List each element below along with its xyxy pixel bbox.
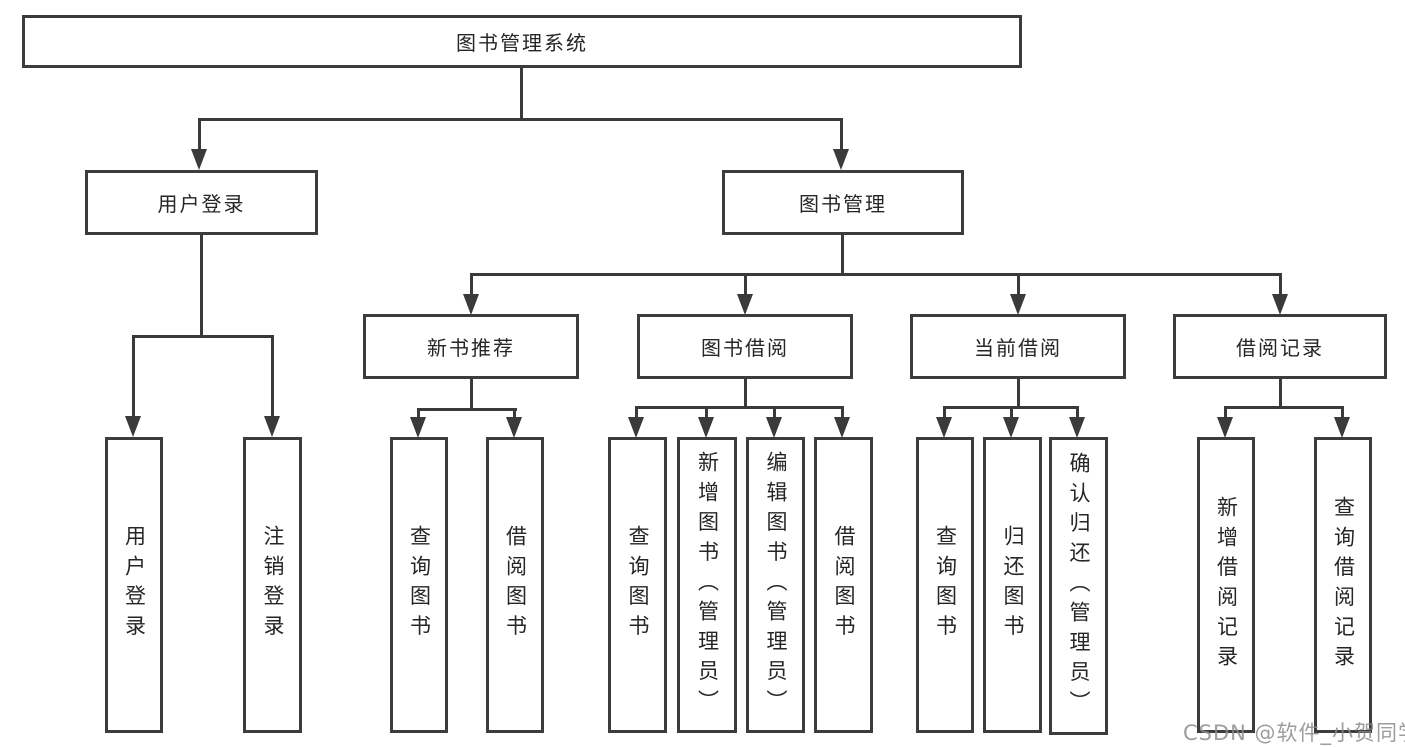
connector-line	[417, 408, 517, 411]
connector-line	[943, 406, 946, 418]
leaf-label: 查询图书	[933, 525, 958, 645]
node-user-login: 用户登录	[85, 170, 318, 235]
connector-line	[635, 406, 844, 409]
connector-line	[1017, 273, 1020, 294]
connector-line	[470, 273, 1282, 276]
connector-line	[132, 335, 274, 338]
node-leaf-query-books-current: 查询图书	[916, 437, 974, 733]
connector-line	[1224, 406, 1344, 409]
connector-line	[470, 379, 473, 408]
leaf-label: 借阅图书	[503, 525, 528, 645]
connector-line	[1341, 406, 1344, 418]
connector-line	[1017, 379, 1020, 406]
connector-line	[1076, 406, 1079, 418]
arrowhead-down-icon	[463, 294, 479, 315]
arrowhead-down-icon	[1272, 294, 1288, 315]
arrowhead-down-icon	[834, 417, 850, 438]
connector-line	[1224, 406, 1227, 418]
connector-line	[200, 235, 203, 335]
leaf-label: 确认归还（管理员）	[1067, 451, 1091, 721]
arrowhead-down-icon	[1003, 417, 1019, 438]
arrowhead-down-icon	[410, 417, 426, 438]
arrowhead-down-icon	[698, 417, 714, 438]
connector-line	[744, 379, 747, 406]
node-book-borrowing: 图书借阅	[637, 314, 853, 379]
connector-line	[1279, 273, 1282, 294]
node-new-book-recommend: 新书推荐	[363, 314, 579, 379]
leaf-label: 新增图书（管理员）	[695, 450, 720, 720]
connector-line	[513, 408, 516, 418]
connector-line	[417, 408, 420, 418]
connector-line	[635, 406, 638, 418]
leaf-label: 借阅图书	[832, 525, 856, 645]
connector-line	[841, 235, 844, 273]
arrowhead-down-icon	[125, 416, 141, 437]
connector-line	[841, 406, 844, 418]
node-library-system: 图书管理系统	[22, 15, 1022, 68]
arrowhead-down-icon	[737, 294, 753, 315]
connector-line	[198, 118, 843, 121]
node-leaf-query-borrow-record: 查询借阅记录	[1314, 437, 1372, 733]
arrowhead-down-icon	[833, 149, 849, 170]
connector-line	[773, 406, 776, 418]
connector-line	[470, 273, 473, 294]
leaf-label: 用户登录	[122, 525, 147, 645]
connector-line	[198, 118, 201, 149]
connector-line	[271, 335, 274, 416]
node-current-borrowing: 当前借阅	[910, 314, 1126, 379]
node-leaf-user-login: 用户登录	[105, 437, 163, 733]
connector-line	[1010, 406, 1013, 418]
node-leaf-add-borrow-record: 新增借阅记录	[1197, 437, 1255, 733]
arrowhead-down-icon	[191, 149, 207, 170]
connector-line	[1279, 379, 1282, 406]
arrowhead-down-icon	[766, 417, 782, 438]
arrowhead-down-icon	[506, 417, 522, 438]
leaf-label: 查询图书	[626, 525, 650, 645]
node-leaf-return-books: 归还图书	[983, 437, 1042, 733]
arrowhead-down-icon	[628, 417, 644, 438]
node-leaf-logout: 注销登录	[243, 437, 302, 733]
connector-line	[840, 118, 843, 149]
node-leaf-confirm-return-admin: 确认归还（管理员）	[1049, 437, 1108, 735]
leaf-label: 编辑图书（管理员）	[764, 450, 788, 720]
node-leaf-query-books-borrow: 查询图书	[608, 437, 667, 733]
connector-line	[705, 406, 708, 418]
leaf-label: 查询借阅记录	[1331, 495, 1356, 675]
csdn-watermark: CSDN @软件_小贺同学	[1183, 721, 1405, 745]
connector-line	[132, 335, 135, 416]
node-leaf-borrow-books: 借阅图书	[814, 437, 873, 733]
node-leaf-edit-books-admin: 编辑图书（管理员）	[746, 437, 805, 733]
arrowhead-down-icon	[1217, 417, 1233, 438]
arrowhead-down-icon	[264, 416, 280, 437]
arrowhead-down-icon	[1069, 417, 1085, 438]
leaf-label: 查询图书	[407, 525, 432, 645]
node-book-management: 图书管理	[722, 170, 964, 235]
arrowhead-down-icon	[936, 417, 952, 438]
node-borrow-records: 借阅记录	[1173, 314, 1387, 379]
connector-line	[520, 68, 523, 118]
node-leaf-borrow-books-recommend: 借阅图书	[486, 437, 544, 733]
node-leaf-add-books-admin: 新增图书（管理员）	[677, 437, 737, 733]
connector-line	[744, 273, 747, 294]
leaf-label: 归还图书	[1001, 525, 1025, 645]
arrowhead-down-icon	[1334, 417, 1350, 438]
leaf-label: 新增借阅记录	[1214, 495, 1239, 675]
leaf-label: 注销登录	[261, 525, 285, 645]
node-leaf-query-books-recommend: 查询图书	[390, 437, 448, 733]
arrowhead-down-icon	[1010, 294, 1026, 315]
